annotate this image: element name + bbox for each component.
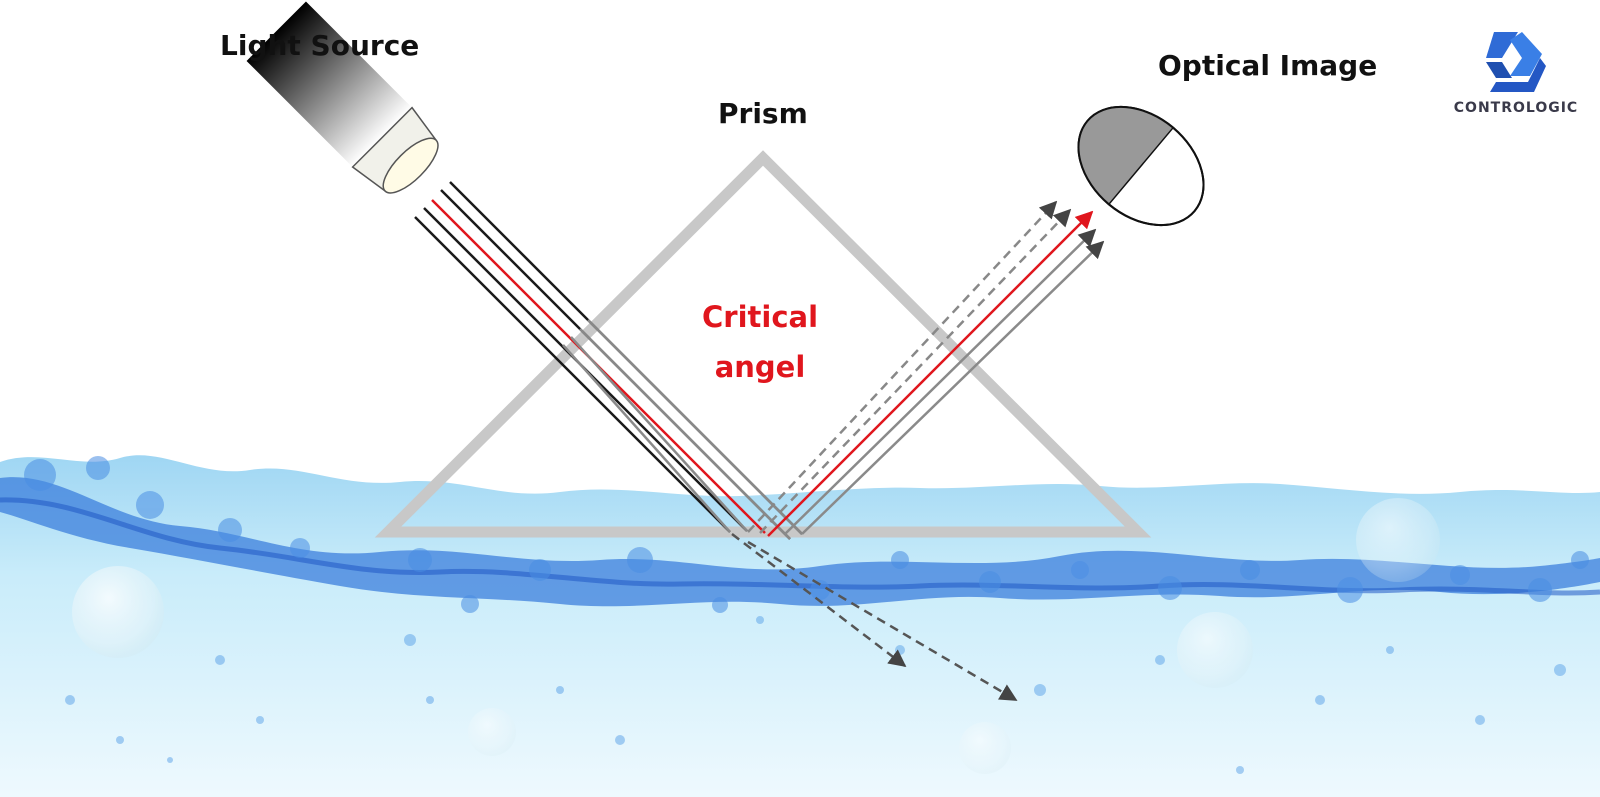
- incident-rays-inside-prism: [562, 319, 803, 540]
- prism-label: Prism: [718, 97, 808, 130]
- light-source-label: Light Source: [220, 29, 420, 62]
- contrologic-logo-icon: [1486, 32, 1546, 92]
- reflected-rays: [747, 200, 1105, 537]
- water-background: [0, 455, 1600, 797]
- refracted-ray-2: [747, 540, 1018, 702]
- logo-text: CONTROLOGIC: [1453, 100, 1579, 116]
- refracted-rays: [731, 533, 1018, 702]
- reflected-ray-4: [801, 240, 1105, 535]
- critical-label-line2: angel: [714, 350, 806, 384]
- reflected-ray-critical: [767, 210, 1094, 537]
- critical-label-line1: Critical: [701, 300, 819, 334]
- refracted-ray-1: [731, 533, 907, 668]
- optical-image-label: Optical Image: [1158, 49, 1378, 82]
- reflected-ray-3: [784, 228, 1097, 535]
- reflected-ray-dashed-1: [747, 200, 1058, 533]
- light-source-icon: [246, 1, 439, 194]
- critical-angle-label: Critical angel: [660, 292, 860, 392]
- contrologic-logo: CONTROLOGIC: [1436, 26, 1596, 126]
- optical-image-lens-icon: [1077, 105, 1205, 227]
- incident-ray-4: [414, 216, 731, 533]
